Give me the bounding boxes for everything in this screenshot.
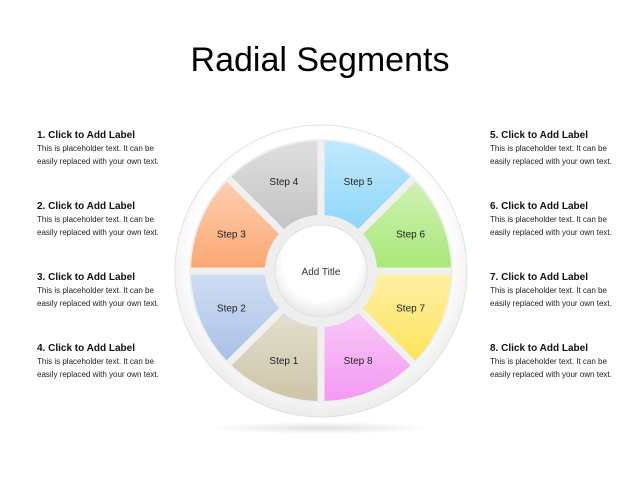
segment-label-step-7: Step 7 xyxy=(396,304,425,315)
floor-shadow xyxy=(211,422,431,434)
label-body: This is placeholder text. It can be easi… xyxy=(37,357,159,379)
label-block-5[interactable]: 5. Click to Add Label This is placeholde… xyxy=(490,129,614,168)
segment-label-step-4: Step 4 xyxy=(269,177,298,188)
segment-shine xyxy=(231,141,318,230)
label-block-4[interactable]: 4. Click to Add Label This is placeholde… xyxy=(37,342,161,381)
segment-shine xyxy=(324,312,411,401)
label-heading: 5. Click to Add Label xyxy=(490,130,588,141)
label-block-1[interactable]: 1. Click to Add Label This is placeholde… xyxy=(37,129,161,168)
label-body: This is placeholder text. It can be easi… xyxy=(37,144,159,166)
segment-shine xyxy=(231,312,318,401)
segment-shine xyxy=(362,274,451,361)
label-block-3[interactable]: 3. Click to Add Label This is placeholde… xyxy=(37,271,161,310)
label-heading: 7. Click to Add Label xyxy=(490,272,588,283)
label-heading: 8. Click to Add Label xyxy=(490,343,588,354)
segment-shine xyxy=(324,141,411,230)
page-title: Radial Segments xyxy=(190,41,450,79)
center-title: Add Title xyxy=(302,267,341,278)
label-block-6[interactable]: 6. Click to Add Label This is placeholde… xyxy=(490,200,614,239)
label-heading: 1. Click to Add Label xyxy=(37,130,135,141)
segment-label-step-6: Step 6 xyxy=(396,229,425,240)
label-body: This is placeholder text. It can be easi… xyxy=(490,144,612,166)
segments-group: Step 1 Step 2 Step 3 Step 4 Step 5 Step 6 Step… xyxy=(191,141,451,401)
segment-shine xyxy=(191,274,280,361)
label-block-8[interactable]: 8. Click to Add Label This is placeholde… xyxy=(490,342,614,381)
segment-label-step-5: Step 5 xyxy=(344,177,373,188)
segment-shine xyxy=(191,181,280,268)
segment-shine xyxy=(362,181,451,268)
label-body: This is placeholder text. It can be easi… xyxy=(490,215,612,237)
label-heading: 6. Click to Add Label xyxy=(490,201,588,212)
label-body: This is placeholder text. It can be easi… xyxy=(490,286,612,308)
label-heading: 2. Click to Add Label xyxy=(37,201,135,212)
segment-label-step-2: Step 2 xyxy=(217,304,246,315)
label-body: This is placeholder text. It can be easi… xyxy=(490,357,612,379)
label-body: This is placeholder text. It can be easi… xyxy=(37,286,159,308)
segment-label-step-1: Step 1 xyxy=(269,356,298,367)
label-block-7[interactable]: 7. Click to Add Label This is placeholde… xyxy=(490,271,614,310)
label-body: This is placeholder text. It can be easi… xyxy=(37,215,159,237)
segment-label-step-8: Step 8 xyxy=(344,356,373,367)
label-heading: 3. Click to Add Label xyxy=(37,272,135,283)
label-block-2[interactable]: 2. Click to Add Label This is placeholde… xyxy=(37,200,161,239)
segment-label-step-3: Step 3 xyxy=(217,229,246,240)
label-heading: 4. Click to Add Label xyxy=(37,343,135,354)
hub-circle[interactable] xyxy=(274,224,368,318)
